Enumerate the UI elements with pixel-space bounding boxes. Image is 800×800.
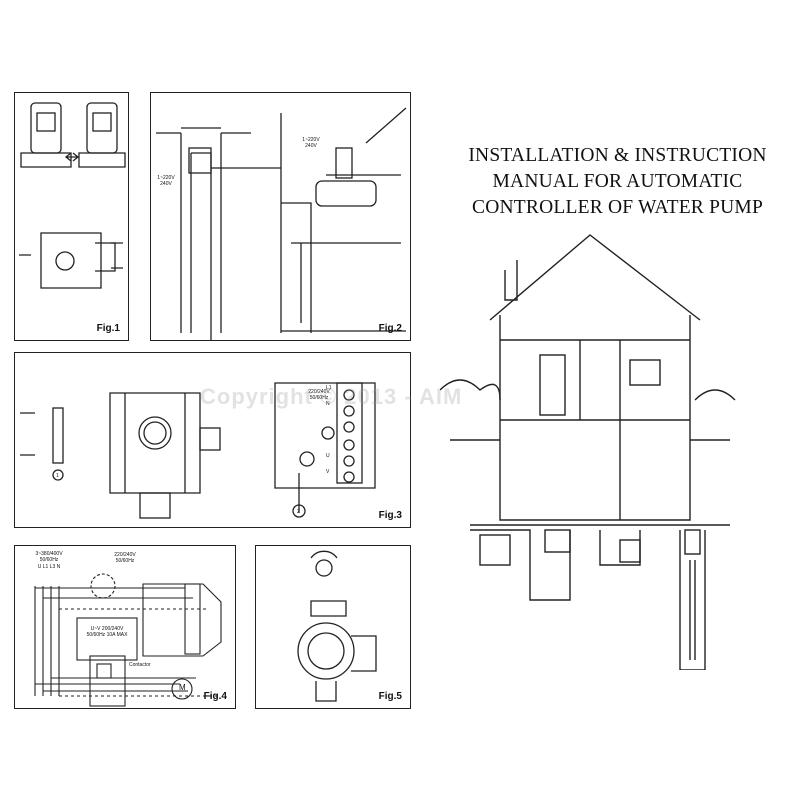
figure-5: Fig.5 <box>255 545 411 709</box>
figure-label: Fig.3 <box>378 510 402 521</box>
phase-labels: U L1 L3 N <box>37 564 61 570</box>
figure-label: Fig.4 <box>203 691 227 702</box>
manual-title: INSTALLATION & INSTRUCTION MANUAL FOR AU… <box>440 143 795 221</box>
wiring-terminal-illustration <box>20 382 376 519</box>
figure-4: 3~380/400V 50/60Hz U L1 L3 N 220/240V 50… <box>14 545 236 709</box>
voltage-label-right: 1~220V 240V <box>302 137 320 149</box>
rating-label: U~V 200/240V 50/60Hz 10A MAX <box>86 626 128 638</box>
pressure-adjustment-illustration <box>297 550 377 702</box>
figure-label: Fig.5 <box>378 691 402 702</box>
terminal-u: U <box>326 453 330 459</box>
voltage-label-left: 1~220V 240V <box>157 175 175 187</box>
figure-label: Fig.2 <box>378 323 402 334</box>
contactor-label: Contactor <box>129 662 151 668</box>
copyright-watermark: Copyright © 2013 - AIM <box>200 384 463 409</box>
supply-label: 220/240V 50/60Hz <box>308 389 330 401</box>
controller-mounting-illustration <box>19 102 126 289</box>
terminal-l1: L1 <box>326 385 332 391</box>
house-cutaway-illustration <box>440 234 736 670</box>
three-phase-supply-label: 3~380/400V 50/60Hz <box>35 551 63 563</box>
figure-2: 1~220V 240V 1~220V 240V Fig.2 <box>150 92 411 341</box>
callout-1: 1 <box>56 473 59 479</box>
title-line-1: INSTALLATION & INSTRUCTION <box>468 145 767 166</box>
figure-1: Fig.1 <box>14 92 129 341</box>
figure-label: Fig.1 <box>96 323 120 334</box>
callout-2: 2 <box>297 509 300 515</box>
motor-label: M <box>179 683 186 692</box>
title-line-3: CONTROLLER OF WATER PUMP <box>471 197 764 218</box>
three-phase-wiring-diagram <box>34 573 222 707</box>
terminal-n: N <box>326 401 330 407</box>
title-line-2: MANUAL FOR AUTOMATIC <box>492 171 743 192</box>
pump-installation-illustration <box>156 107 407 340</box>
single-phase-supply-label: 220/240V 50/60Hz <box>114 552 136 564</box>
figure-3: 220/240V 50/60Hz L1 N U V 1 2 Fig.3 <box>14 352 411 528</box>
terminal-v: V <box>326 469 330 475</box>
